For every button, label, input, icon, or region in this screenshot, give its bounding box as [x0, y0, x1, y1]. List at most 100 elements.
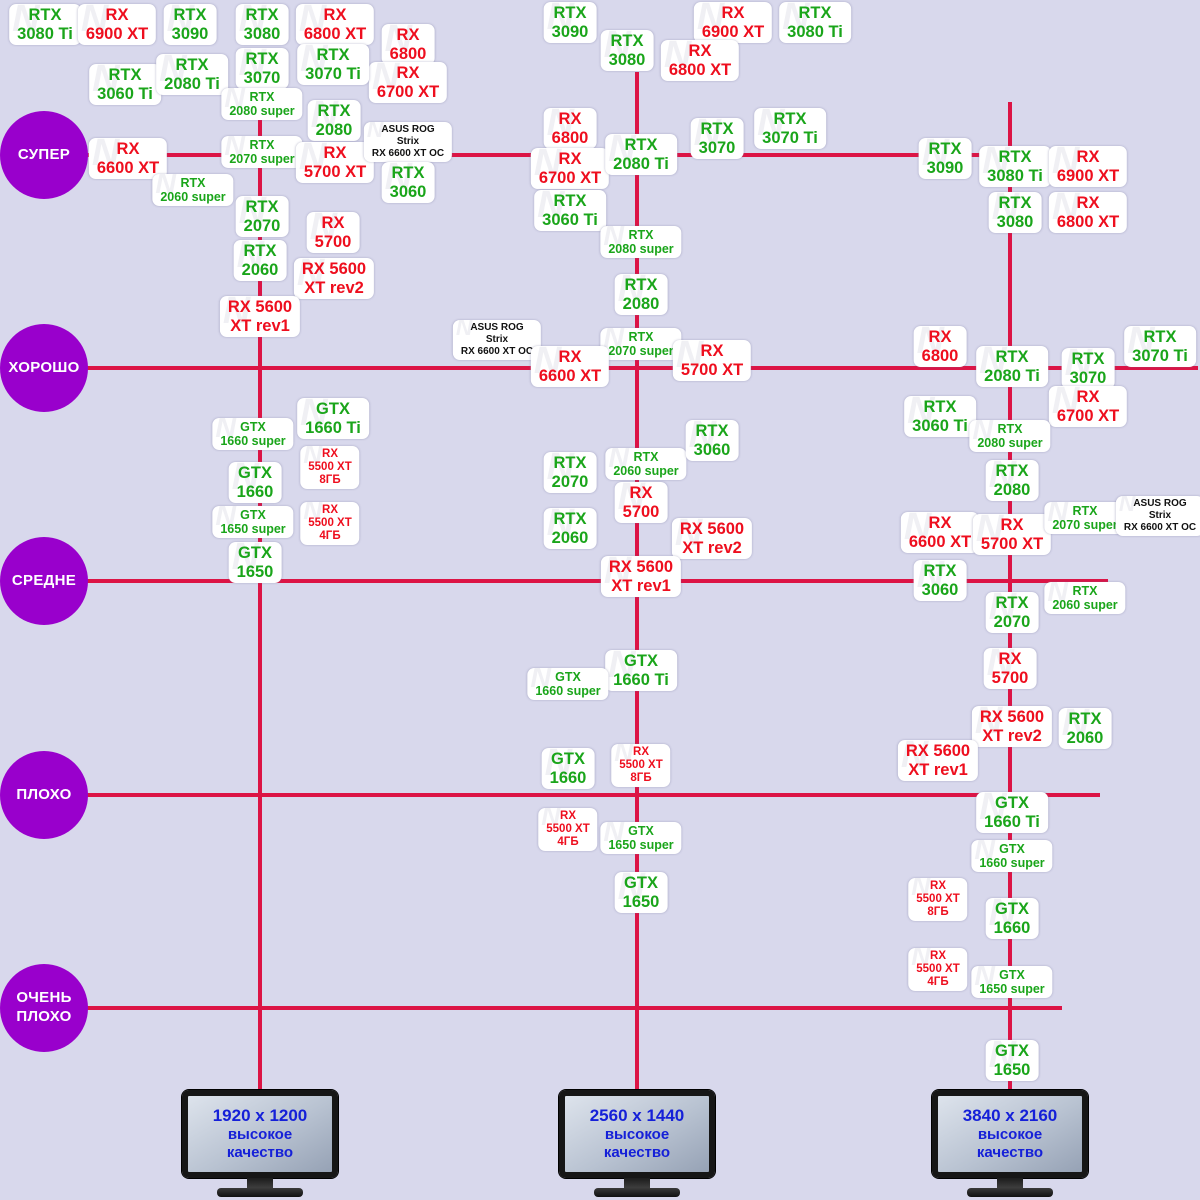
- gpu-card-text: 2060: [241, 260, 279, 279]
- gpu-card-text: 6600 XT: [96, 158, 160, 177]
- gpu-card-text: RX: [928, 328, 952, 346]
- gpu-card-text: RTX: [1068, 710, 1102, 728]
- gpu-card-text: 4ГБ: [319, 529, 341, 542]
- gpu-card-text: GTX: [995, 1042, 1029, 1060]
- gpu-card-text: 5500 XT: [916, 892, 960, 905]
- gpu-card-text: RTX: [180, 176, 206, 190]
- gpu-card-text: 3060 Ti: [542, 210, 598, 229]
- gpu-card-text: GTX: [238, 464, 272, 482]
- gpu-card-text: RX: [998, 650, 1022, 668]
- gpu-card-text: RX: [1000, 516, 1024, 534]
- gpu-card-text: RTX: [700, 120, 734, 138]
- gpu-card-text: 3090: [551, 22, 589, 41]
- gpu-card-text: 6800 XT: [303, 24, 367, 43]
- monitor-quality-label: качество: [603, 1144, 671, 1161]
- gpu-card-text: RTX: [108, 66, 142, 84]
- gpu-card-text: GTX: [316, 400, 350, 418]
- gpu-card-text: 2080: [315, 120, 353, 139]
- gpu-card-text: 8ГБ: [927, 905, 949, 918]
- gpu-card-text: 2080 Ti: [164, 74, 220, 93]
- gpu-card-text: RTX: [245, 6, 279, 24]
- gpu-card-text: 3080: [243, 24, 281, 43]
- gpu-card-text: RX: [323, 6, 347, 24]
- gpu-card-text: Strix: [396, 136, 420, 147]
- gpu-card-text: RX: [105, 6, 129, 24]
- gpu-card-text: 3080: [608, 50, 646, 69]
- gpu-card-text: 2080: [993, 480, 1031, 499]
- gpu-card-text: RX: [1076, 388, 1100, 406]
- gpu-card-text: 3060: [389, 182, 427, 201]
- gpu-card-text: RTX: [173, 6, 207, 24]
- gpu-card-text: XT rev2: [682, 538, 742, 557]
- gpu-card-text: RTX: [553, 4, 587, 22]
- gpu-card-text: 1660 super: [535, 684, 601, 699]
- gpu-card-text: XT rev1: [230, 316, 290, 335]
- gpu-card-text: 1660 super: [220, 434, 286, 449]
- gpu-card-text: RTX: [243, 242, 277, 260]
- monitor-quality-label: высокое: [977, 1126, 1043, 1144]
- gpu-card-text: RTX: [1072, 584, 1098, 598]
- gpu-card-text: GTX: [240, 420, 266, 434]
- gpu-card-text: 2060: [1066, 728, 1104, 747]
- gpu-card-text: RTX: [175, 56, 209, 74]
- gpu-card-text: RX: [322, 504, 338, 516]
- gpu-card-text: 2080 Ti: [984, 366, 1040, 385]
- gpu-card-text: 6800: [389, 44, 427, 63]
- gpu-card-text: 5500 XT: [916, 962, 960, 975]
- gpu-card-text: RX 6600 XT OC: [460, 346, 534, 357]
- gpu-card-text: RX: [928, 514, 952, 532]
- gpu-card-text: 6600 XT: [538, 366, 602, 385]
- monitor-stand-base: [217, 1188, 303, 1197]
- gpu-card-text: 5700: [622, 502, 660, 521]
- gpu-card-text: 6900 XT: [1056, 166, 1120, 185]
- gpu-card-text: RTX: [553, 192, 587, 210]
- gpu-card-text: 1660 super: [979, 856, 1045, 871]
- gpu-card-text: RX 5600: [227, 298, 293, 316]
- gpu-card-text: GTX: [551, 750, 585, 768]
- gpu-card-text: 6900 XT: [701, 22, 765, 41]
- gpu-card-text: RTX: [695, 422, 729, 440]
- gpu-card-text: 2070 super: [229, 152, 295, 167]
- gpu-card-text: ASUS ROG: [1133, 498, 1187, 509]
- gpu-card-text: RTX: [628, 330, 654, 344]
- tier-line-ochen-ploho: [84, 1006, 1062, 1010]
- gpu-card-text: RX: [321, 214, 345, 232]
- gpu-card-text: 3070 Ti: [762, 128, 818, 147]
- gpu-card-text: XT rev2: [982, 726, 1042, 745]
- gpu-card-text: 5700 XT: [980, 534, 1044, 553]
- gpu-card-text: RTX: [1071, 350, 1105, 368]
- gpu-card-text: RTX: [1072, 504, 1098, 518]
- gpu-card-text: 5700 XT: [680, 360, 744, 379]
- gpu-card-text: RTX: [995, 462, 1029, 480]
